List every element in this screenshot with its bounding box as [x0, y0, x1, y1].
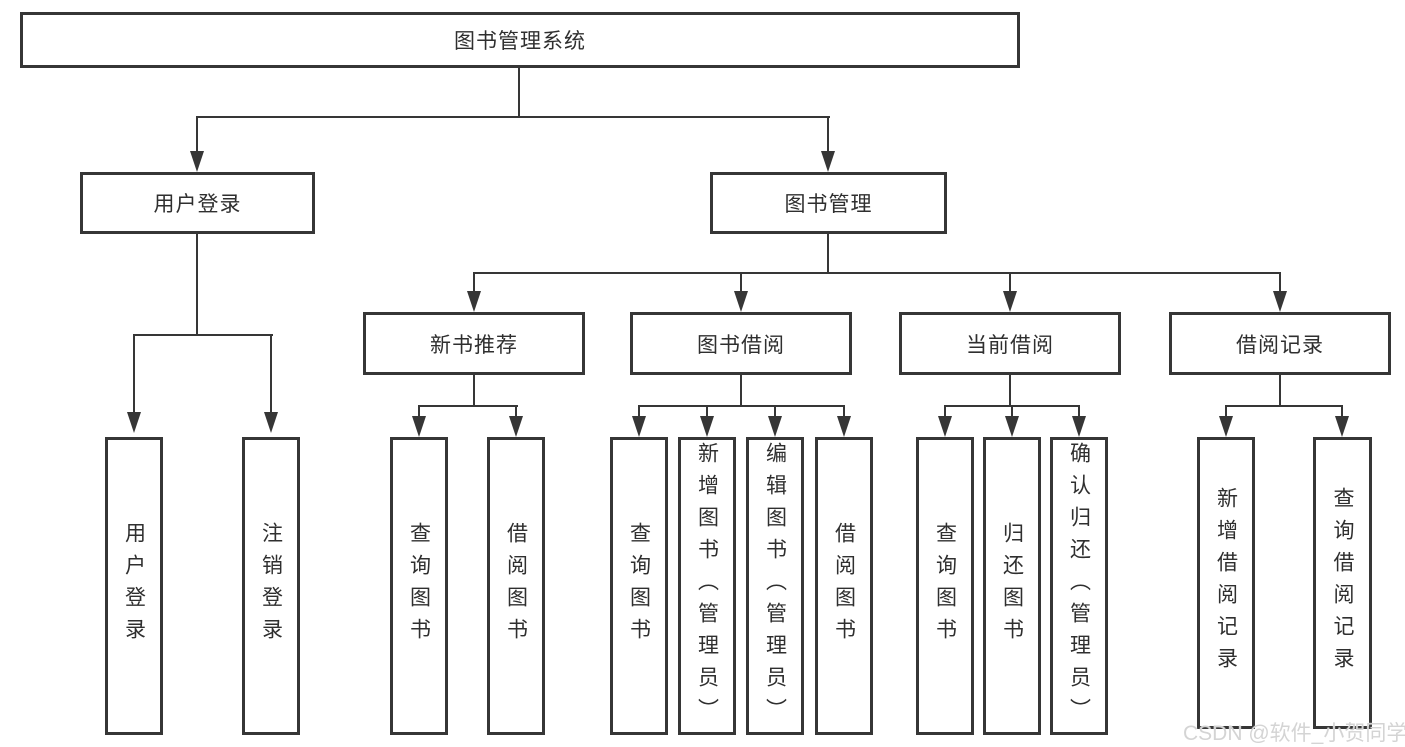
connector-line: [1279, 375, 1281, 407]
leaf-return-book-label: 归还图书: [1000, 522, 1024, 650]
connector-arrow: [1219, 416, 1233, 437]
leaf-edit-book-admin-label: 编辑图书（管理员）: [763, 442, 787, 730]
leaf-borrow-books-label: 借阅图书: [504, 522, 528, 650]
node-user-login: 用户登录: [80, 172, 315, 234]
leaf-query-books: 查询图书: [916, 437, 974, 735]
connector-line: [196, 116, 830, 118]
node-current-borrow: 当前借阅: [899, 312, 1121, 375]
leaf-query-books-label: 查询图书: [407, 522, 431, 650]
node-root-label: 图书管理系统: [454, 30, 586, 53]
connector-line: [827, 116, 829, 153]
node-user-login-label: 用户登录: [153, 193, 242, 216]
leaf-confirm-return-admin: 确认归还（管理员）: [1050, 437, 1108, 735]
connector-arrow: [509, 416, 523, 437]
connector-line: [473, 375, 475, 407]
leaf-query-books-label: 查询图书: [627, 522, 651, 650]
connector-line: [1225, 405, 1343, 407]
leaf-query-books: 查询图书: [390, 437, 448, 735]
connector-line: [1341, 405, 1343, 418]
connector-line: [740, 272, 742, 292]
connector-arrow: [821, 151, 835, 172]
leaf-confirm-return-admin-label: 确认归还（管理员）: [1067, 442, 1091, 730]
connector-line: [418, 405, 420, 418]
leaf-query-books: 查询图书: [610, 437, 668, 735]
connector-line: [518, 68, 520, 118]
connector-line: [270, 334, 272, 414]
connector-line: [515, 405, 517, 418]
connector-line: [1009, 272, 1011, 292]
leaf-return-book: 归还图书: [983, 437, 1041, 735]
connector-arrow: [700, 416, 714, 437]
connector-arrow: [837, 416, 851, 437]
connector-arrow: [190, 151, 204, 172]
connector-arrow: [412, 416, 426, 437]
node-borrow-record: 借阅记录: [1169, 312, 1391, 375]
connector-line: [740, 375, 742, 407]
connector-arrow: [1005, 416, 1019, 437]
leaf-add-borrow-record-label: 新增借阅记录: [1214, 487, 1238, 679]
connector-line: [638, 405, 845, 407]
leaf-edit-book-admin: 编辑图书（管理员）: [746, 437, 804, 735]
leaf-user-login: 用户登录: [105, 437, 163, 735]
connector-line: [1009, 375, 1011, 407]
node-book-management-label: 图书管理: [784, 193, 873, 216]
connector-line: [1011, 405, 1013, 418]
node-book-borrow-label: 图书借阅: [697, 333, 785, 357]
leaf-borrow-books: 借阅图书: [487, 437, 545, 735]
connector-line: [1225, 405, 1227, 418]
leaf-logout-label: 注销登录: [259, 522, 283, 650]
connector-line: [196, 234, 198, 336]
connector-line: [473, 272, 475, 292]
connector-line: [133, 334, 273, 336]
connector-arrow: [1273, 291, 1287, 312]
connector-line: [706, 405, 708, 418]
leaf-add-book-admin-label: 新增图书（管理员）: [695, 442, 719, 730]
leaf-borrow-books: 借阅图书: [815, 437, 873, 735]
node-new-book-recommend: 新书推荐: [363, 312, 585, 375]
node-root: 图书管理系统: [20, 12, 1020, 68]
connector-line: [944, 405, 946, 418]
connector-line: [473, 272, 1281, 274]
connector-line: [133, 334, 135, 414]
node-book-management: 图书管理: [710, 172, 947, 234]
connector-line: [1279, 272, 1281, 292]
leaf-borrow-books-label: 借阅图书: [832, 522, 856, 650]
connector-line: [196, 116, 198, 153]
csdn-watermark: CSDN @软件_小贺同学: [1183, 722, 1405, 745]
connector-arrow: [1003, 291, 1017, 312]
connector-arrow: [127, 412, 141, 433]
leaf-add-book-admin: 新增图书（管理员）: [678, 437, 736, 735]
connector-line: [418, 405, 518, 407]
node-book-borrow: 图书借阅: [630, 312, 852, 375]
connector-arrow: [264, 412, 278, 433]
connector-line: [774, 405, 776, 418]
connector-arrow: [938, 416, 952, 437]
connector-line: [638, 405, 640, 418]
leaf-query-books-label: 查询图书: [933, 522, 957, 650]
node-current-borrow-label: 当前借阅: [966, 333, 1054, 357]
connector-arrow: [467, 291, 481, 312]
leaf-user-login-label: 用户登录: [122, 522, 146, 650]
connector-line: [843, 405, 845, 418]
connector-arrow: [1072, 416, 1086, 437]
leaf-query-borrow-record-label: 查询借阅记录: [1331, 487, 1354, 679]
connector-line: [827, 234, 829, 274]
leaf-add-borrow-record: 新增借阅记录: [1197, 437, 1255, 729]
connector-arrow: [734, 291, 748, 312]
node-new-book-recommend-label: 新书推荐: [430, 333, 518, 357]
leaf-logout: 注销登录: [242, 437, 300, 735]
leaf-query-borrow-record: 查询借阅记录: [1313, 437, 1372, 729]
connector-line: [1078, 405, 1080, 418]
connector-arrow: [632, 416, 646, 437]
node-borrow-record-label: 借阅记录: [1236, 333, 1324, 357]
connector-arrow: [768, 416, 782, 437]
connector-arrow: [1335, 416, 1349, 437]
